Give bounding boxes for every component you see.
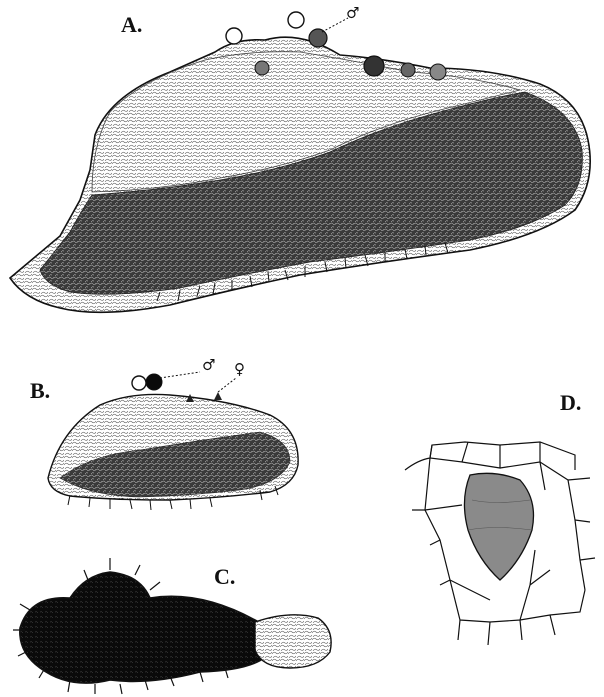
figure-label-b: B.: [30, 380, 50, 402]
figure-b-antheridium: [146, 374, 162, 390]
figure-a-antheridium-3: [364, 56, 384, 76]
figure-c-prothallium: [13, 558, 331, 694]
figure-label-c: C.: [214, 566, 235, 588]
figure-a-antheridium-1: [309, 29, 327, 47]
figure-d-central-cell: [464, 473, 533, 580]
male-symbol-b: ♂: [202, 358, 215, 373]
figure-b-prothallium: [48, 372, 298, 510]
figure-a-pointer-line: [322, 18, 348, 32]
figure-a-antheridium-open-1: [226, 28, 242, 44]
figure-b-archegonium-2: [214, 392, 222, 400]
figure-label-a: A.: [121, 14, 142, 36]
figure-c-light-tip: [255, 615, 331, 668]
male-symbol-a: ♂: [346, 6, 359, 21]
figure-label-d: D.: [560, 392, 581, 414]
figure-b-pointer-female: [218, 378, 236, 392]
figure-a-antheridium-2: [255, 61, 269, 75]
figure-a-prothallium: [10, 12, 590, 312]
figure-b-pointer-male: [160, 372, 200, 378]
female-symbol-b: ♀: [234, 362, 245, 377]
figure-a-antheridium-5: [430, 64, 446, 80]
figure-a-antheridium-4: [401, 63, 415, 77]
figure-b-antheridium-open: [132, 376, 146, 390]
figure-d-cell-section: [405, 442, 595, 645]
figure-a-antheridium-open-2: [288, 12, 304, 28]
